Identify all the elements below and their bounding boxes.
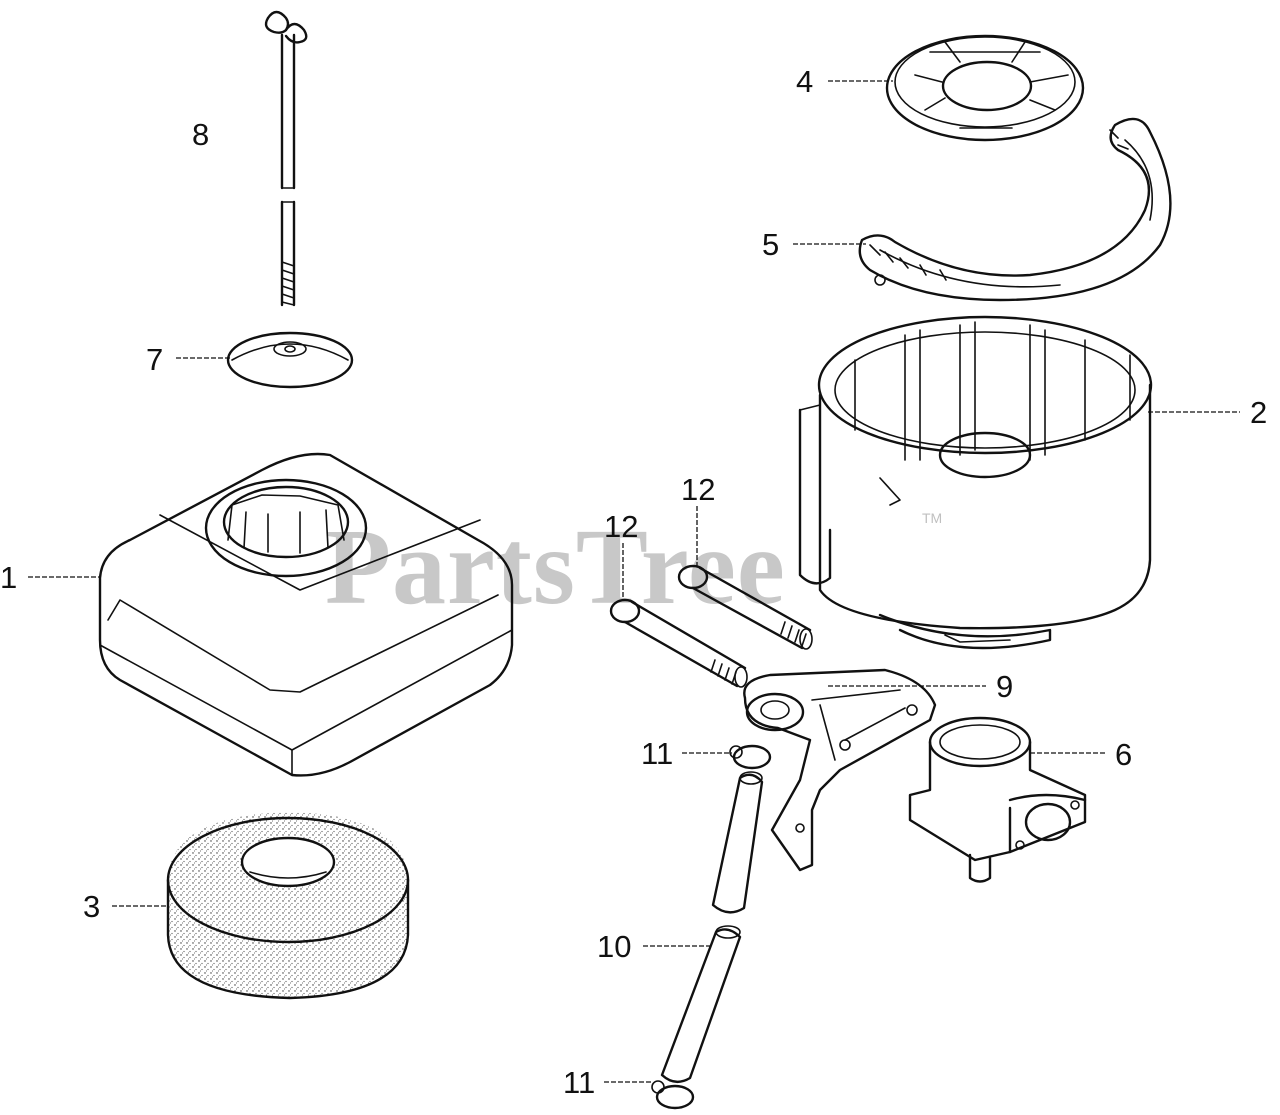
callout-labels: 1 2 3 4 5 6 7 8 9 10 11 11 12 12 (0, 64, 1267, 1100)
part-7-dish-washer (226, 331, 354, 389)
part-12-bolt-b (609, 598, 748, 688)
callout-9: 9 (996, 669, 1013, 704)
callout-8: 8 (192, 117, 209, 152)
callout-7: 7 (146, 342, 163, 377)
callout-12-right: 12 (681, 472, 715, 507)
callout-6: 6 (1115, 737, 1132, 772)
part-11-clip-b (651, 1080, 695, 1110)
part-2-case (798, 315, 1153, 650)
watermark-trademark: TM (922, 510, 942, 526)
part-11-clip-a (729, 744, 772, 770)
part-9-bracket (743, 668, 937, 872)
part-1-cover (98, 452, 514, 777)
callout-11-upper: 11 (641, 736, 673, 771)
callout-3: 3 (83, 889, 100, 924)
callout-10: 10 (597, 929, 631, 964)
part-6-elbow (908, 716, 1087, 883)
callout-4: 4 (796, 64, 813, 99)
part-3-foam-element (166, 812, 410, 1000)
part-4-grid (885, 34, 1085, 142)
callout-12-left: 12 (604, 509, 638, 544)
callout-2: 2 (1250, 395, 1267, 430)
part-5-seal (858, 117, 1172, 302)
watermark-text: PartsTree (325, 508, 786, 627)
part-8-wing-bolt (264, 10, 308, 307)
leader-lines (28, 80, 1240, 1083)
callout-5: 5 (762, 227, 779, 262)
part-10-tube (660, 771, 764, 1083)
callout-1: 1 (0, 560, 17, 595)
part-12-bolt-a (677, 564, 813, 650)
callout-11-lower: 11 (563, 1065, 595, 1100)
